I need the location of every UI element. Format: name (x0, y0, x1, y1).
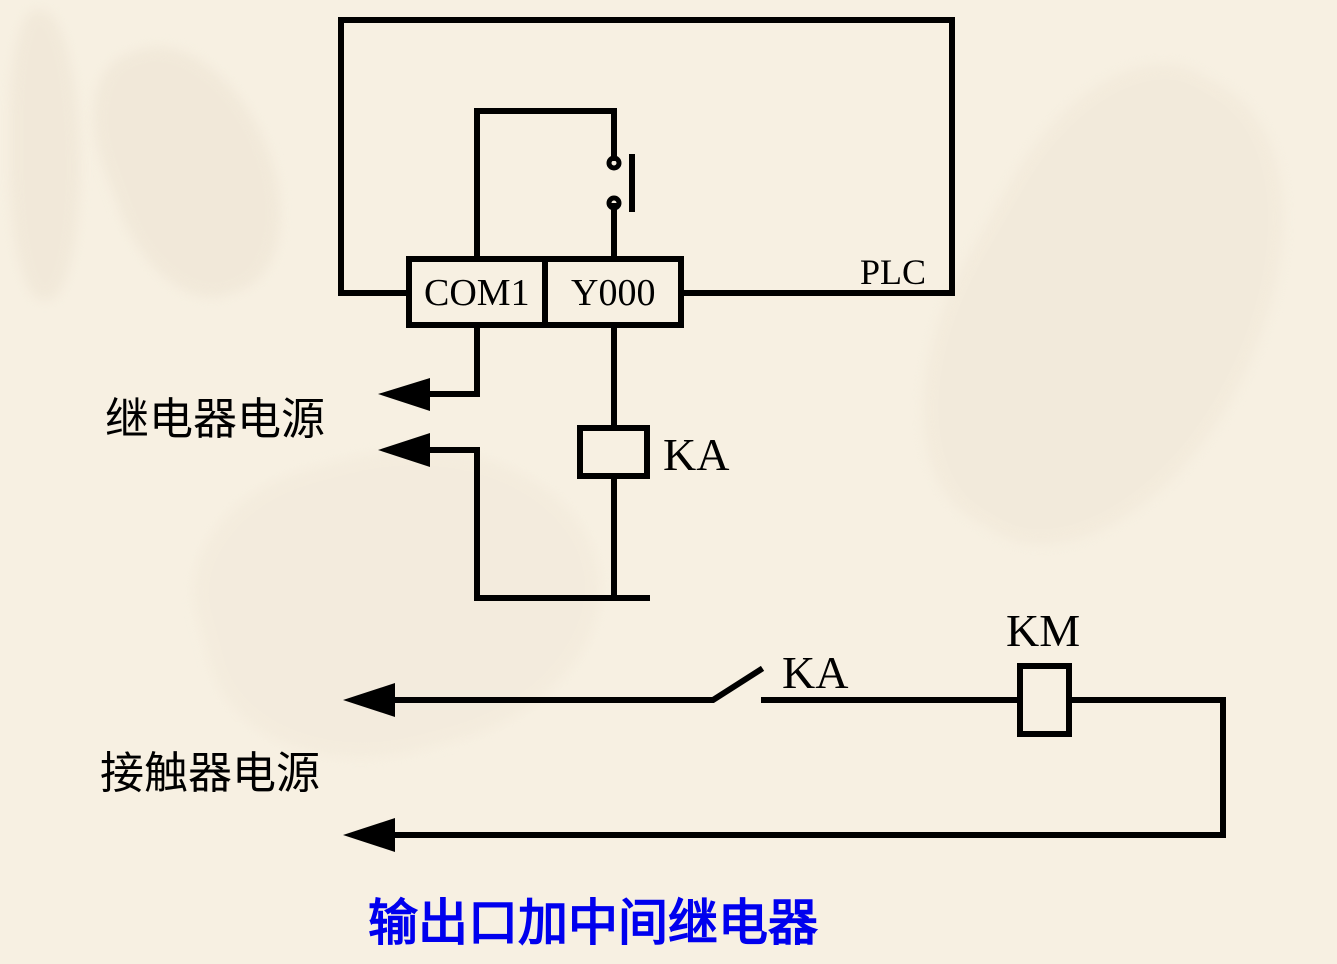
contactor-power-label: 接触器电源 (100, 748, 320, 799)
ka-coil (577, 425, 650, 479)
switch-contact-bottom (606, 195, 622, 211)
com1-to-relay-supply (422, 322, 480, 397)
km-coil-label: KM (1006, 605, 1081, 656)
switch-contact-top (606, 155, 622, 171)
ka-coil-label: KA (663, 429, 730, 480)
background-brush-stroke (10, 10, 80, 300)
relay-supply-arrow-2 (378, 433, 430, 467)
relay-return-wire (422, 447, 650, 601)
contactor-supply-arrow-1 (343, 683, 395, 717)
relay-power-label: 继电器电源 (105, 394, 325, 445)
contactor-supply-arrow-2 (343, 818, 395, 852)
internal-com-wire (474, 108, 617, 262)
com1-terminal-label: COM1 (424, 272, 530, 314)
plc-label: PLC (860, 252, 927, 292)
km-coil (1017, 663, 1072, 737)
y000-terminal-label: Y000 (571, 272, 656, 314)
diagram-caption: 输出口加中间继电器 (368, 894, 818, 952)
ka-contact-label: KA (782, 647, 849, 698)
plc-outline (338, 17, 955, 296)
relay-supply-arrow-1 (378, 378, 430, 411)
contactor-supply-wire-1 (387, 665, 765, 703)
contactor-return-wire (387, 697, 1226, 838)
